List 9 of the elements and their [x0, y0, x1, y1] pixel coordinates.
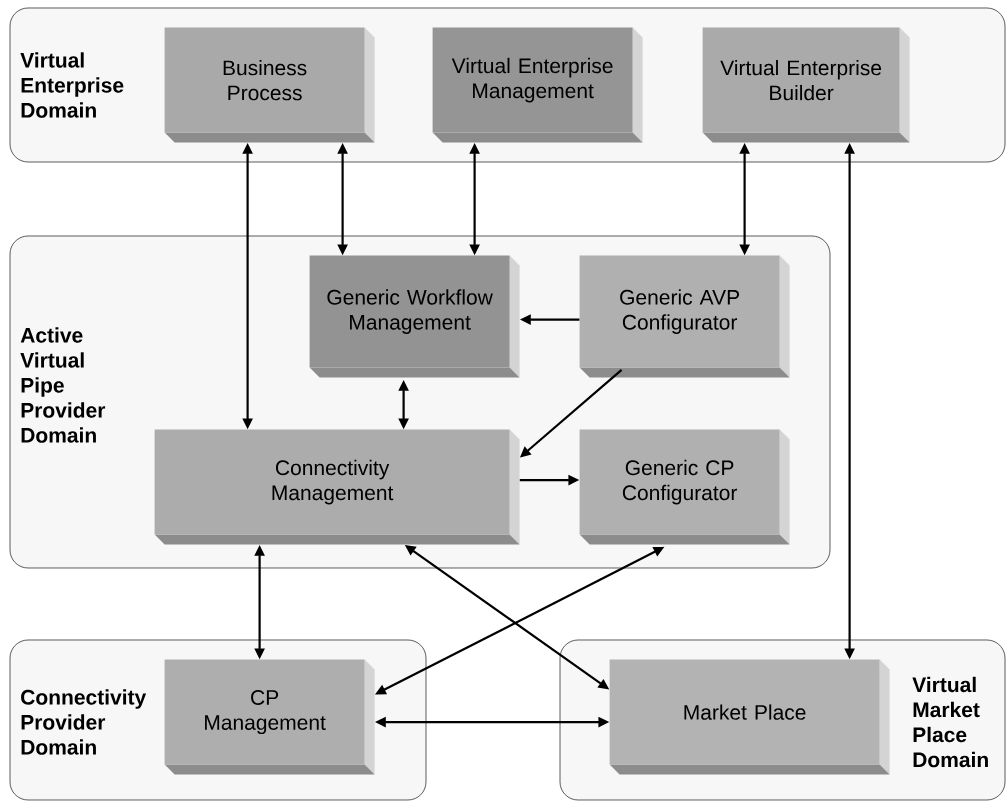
process-box: CP Management — [164, 659, 375, 775]
process-box: Market Place — [609, 659, 890, 775]
process-box: Generic Workflow Management — [309, 255, 520, 378]
process-box: Virtual Enterprise Management — [432, 27, 643, 143]
process-box: Generic CP Configurator — [579, 429, 790, 545]
process-box: Virtual Enterprise Builder — [702, 27, 910, 143]
process-box: Generic AVP Configurator — [579, 255, 790, 378]
process-box: Connectivity Management — [154, 429, 520, 545]
process-box: Business Process — [164, 27, 375, 143]
